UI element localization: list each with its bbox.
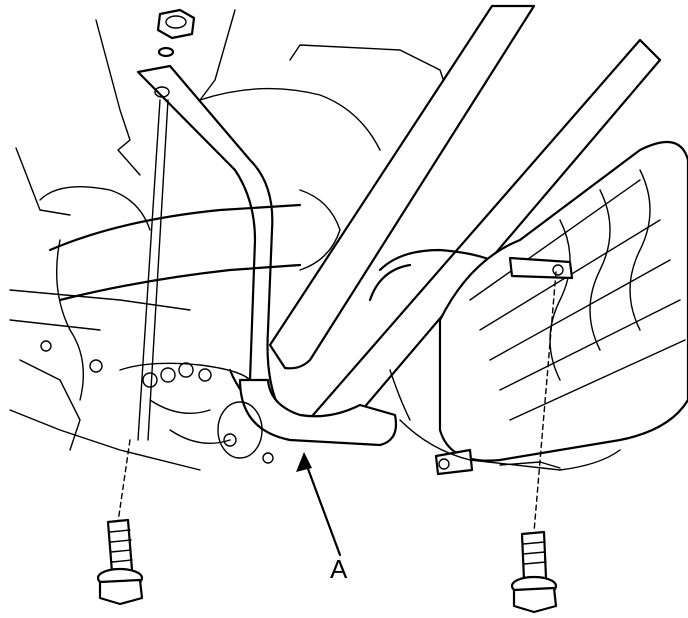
- flange-bolt-right: [510, 271, 558, 614]
- callout-a-label: A: [330, 554, 348, 584]
- underbody-structure: [9, 9, 451, 471]
- flange-bolt-left: [96, 439, 144, 606]
- mounting-bolts-cluster: [40, 340, 212, 388]
- flange-nut: [156, 8, 196, 58]
- exhaust-hanger-bracket: [136, 64, 302, 442]
- callout-a: A: [296, 452, 348, 584]
- catalytic-converter: [434, 140, 688, 476]
- rubber-mount: [217, 378, 398, 464]
